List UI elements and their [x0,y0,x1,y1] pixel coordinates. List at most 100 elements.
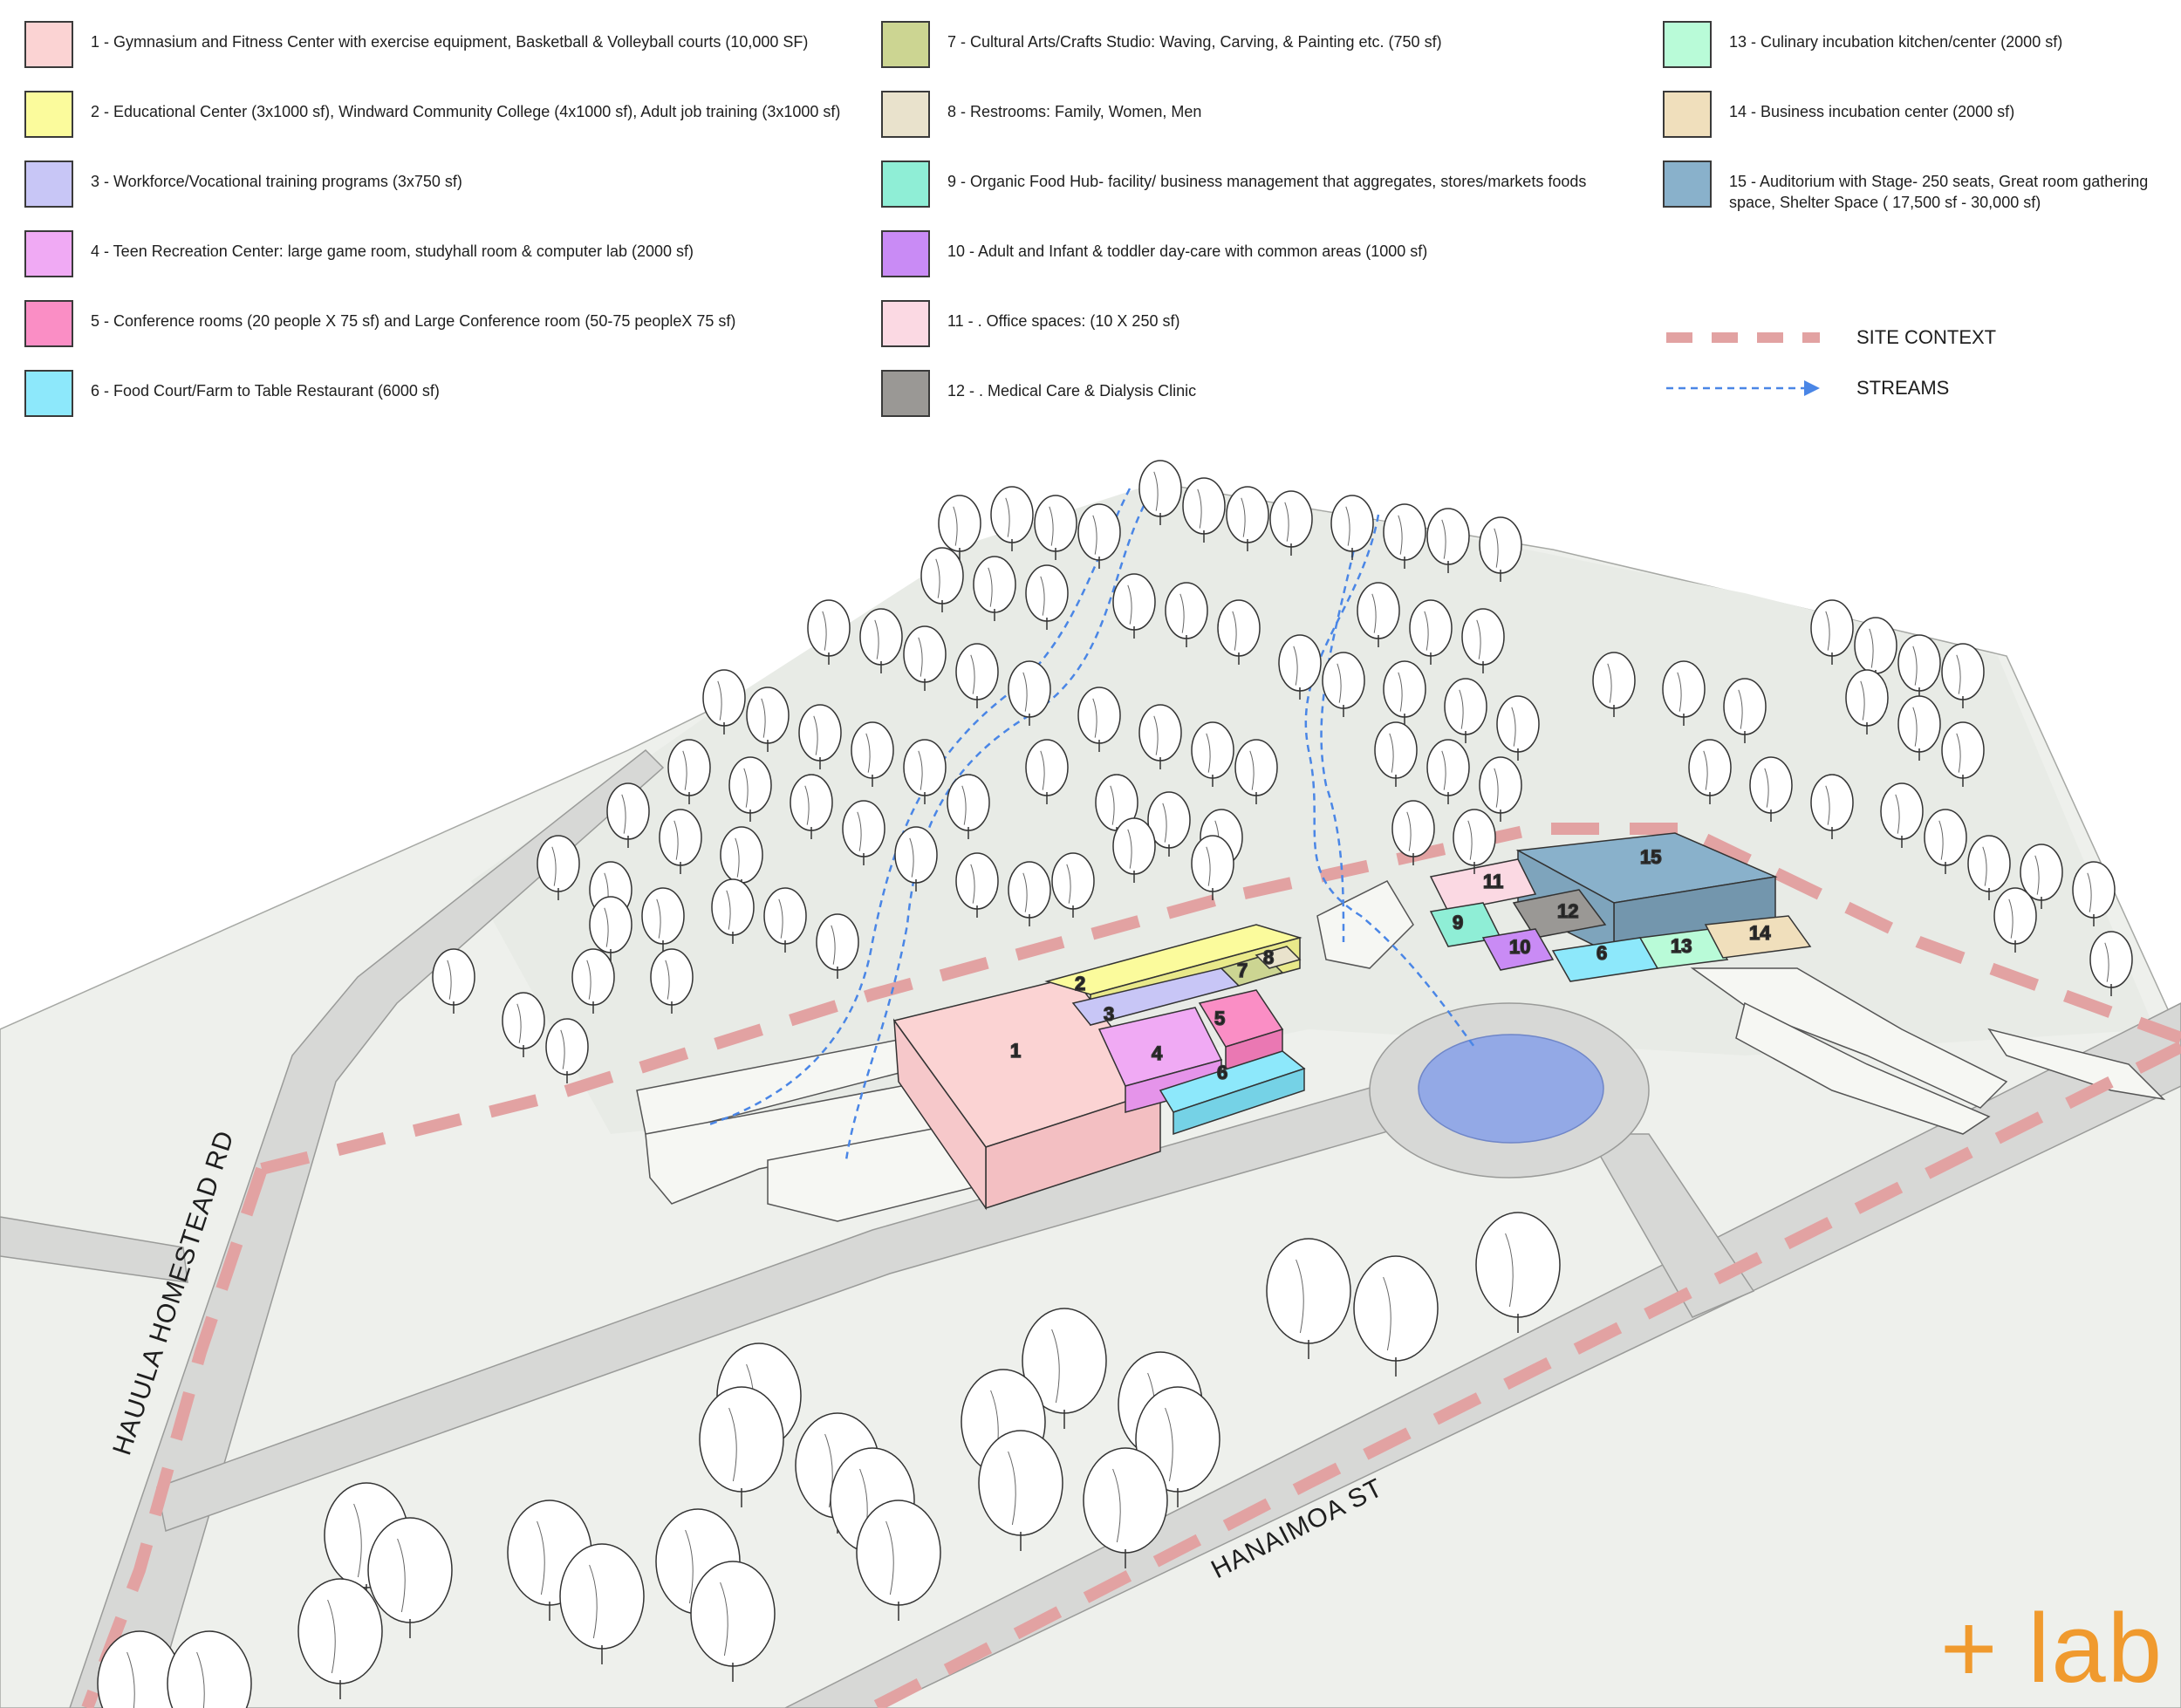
building-6: 6 [1159,1050,1306,1136]
streams-swatch [1666,380,1820,396]
legend-item-9: 9 - Organic Food Hub- facility/ business… [881,161,1666,208]
buildings: 1 2 3 4 5 6 [892,832,1812,1211]
tree [990,486,1034,551]
terraced-planters [636,880,2166,1222]
legend-item-1: 1 - Gymnasium and Fitness Center with ex… [24,21,853,68]
building-5: 5 [1198,989,1284,1075]
building-2-label: 2 [1075,973,1085,994]
tree [1496,695,1540,761]
tree [1479,516,1522,582]
planter-east-2 [1735,1001,1991,1135]
building-14: 14 [1704,915,1812,959]
tree [1357,582,1400,647]
tree [816,913,859,979]
tree [1217,599,1261,665]
tree [502,992,545,1057]
legend-item-10: 10 - Adult and Infant & toddler day-care… [881,230,1666,277]
tree [559,1543,645,1664]
building-7-label: 7 [1237,960,1248,981]
legend-swatch-6 [24,370,73,417]
tree [1051,852,1095,918]
legend-label-11: 11 - . Office spaces: (10 X 250 sf) [947,312,1180,330]
tree [894,826,938,892]
building-11-label: 11 [1483,871,1503,892]
tree [1353,1255,1439,1377]
building-9: 9 [1429,902,1502,947]
building-3-label: 3 [1104,1003,1114,1025]
tree [641,887,685,953]
streams-key: STREAMS [1665,377,1949,400]
legend-swatch-1 [24,21,73,68]
legend-item-8: 8 - Restrooms: Family, Women, Men [881,91,1666,138]
tree [1475,1212,1561,1333]
legend-swatch-15 [1663,161,1712,208]
streams [706,483,1476,1161]
legend-item-4: 4 - Teen Recreation Center: large game r… [24,230,853,277]
legend-label-6: 6 - Food Court/Farm to Table Restaurant … [91,382,440,400]
tree [798,704,842,769]
tree [297,1578,383,1699]
tree [1426,739,1470,804]
tree [1077,503,1121,569]
tree [1182,477,1226,543]
tree [167,1630,252,1708]
pond [1418,1034,1604,1144]
legend-label-3: 3 - Workforce/Vocational training progra… [91,173,462,190]
tree [842,800,885,865]
legend-label-14: 14 - Business incubation center (2000 sf… [1729,103,2015,120]
tree [2089,931,2133,996]
building-10-label: 10 [1509,936,1530,958]
legend-swatch-13 [1663,21,1712,68]
tree [1025,739,1069,804]
tree [1924,809,1967,874]
tree [1266,1238,1351,1359]
tree [1034,495,1077,560]
tree [667,739,711,804]
tree [859,608,903,673]
tree [1453,809,1496,874]
building-13-label: 13 [1671,935,1692,957]
site-context-boundary [81,823,2181,1708]
tree [947,774,990,839]
tree [955,643,999,708]
tree [367,1517,453,1638]
tree [1383,660,1426,726]
legend-label-7: 7 - Cultural Arts/Crafts Studio: Waving,… [947,33,1442,51]
tree [1138,704,1182,769]
planter-west-3 [767,1124,979,1222]
tree [1461,608,1505,673]
tree [1025,564,1069,630]
tree [978,1430,1063,1551]
tree [1077,687,1121,752]
site-context-label: SITE CONTEXT [1856,326,1997,348]
tree [571,948,615,1014]
tree [659,809,702,874]
tree [1391,800,1435,865]
tree [690,1561,776,1682]
building-10: 10 [1481,928,1555,971]
streams-label: STREAMS [1856,377,1950,399]
tree [1967,835,2011,900]
legend-label-10: 10 - Adult and Infant & toddler day-care… [947,243,1428,260]
tree [856,1500,941,1621]
tree [1810,774,1854,839]
tree [1688,739,1732,804]
tree [1444,678,1487,743]
tree [955,852,999,918]
tree [589,896,632,961]
tree [920,547,964,612]
tree [1234,739,1278,804]
site-context-key: SITE CONTEXT [1665,326,1996,349]
legend-label-2: 2 - Educational Center (3x1000 sf), Wind… [91,103,841,120]
tree [728,756,772,822]
legend-item-11: 11 - . Office spaces: (10 X 250 sf) [881,300,1666,347]
legend-item-2: 2 - Educational Center (3x1000 sf), Wind… [24,91,853,138]
legend-swatch-2 [24,91,73,138]
site-context-swatch [1666,332,1820,343]
legend: 1 - Gymnasium and Fitness Center with ex… [0,0,2181,454]
tree [1479,756,1522,822]
tree [1191,721,1234,787]
legend-swatch-12 [881,370,930,417]
tree [1138,460,1182,525]
